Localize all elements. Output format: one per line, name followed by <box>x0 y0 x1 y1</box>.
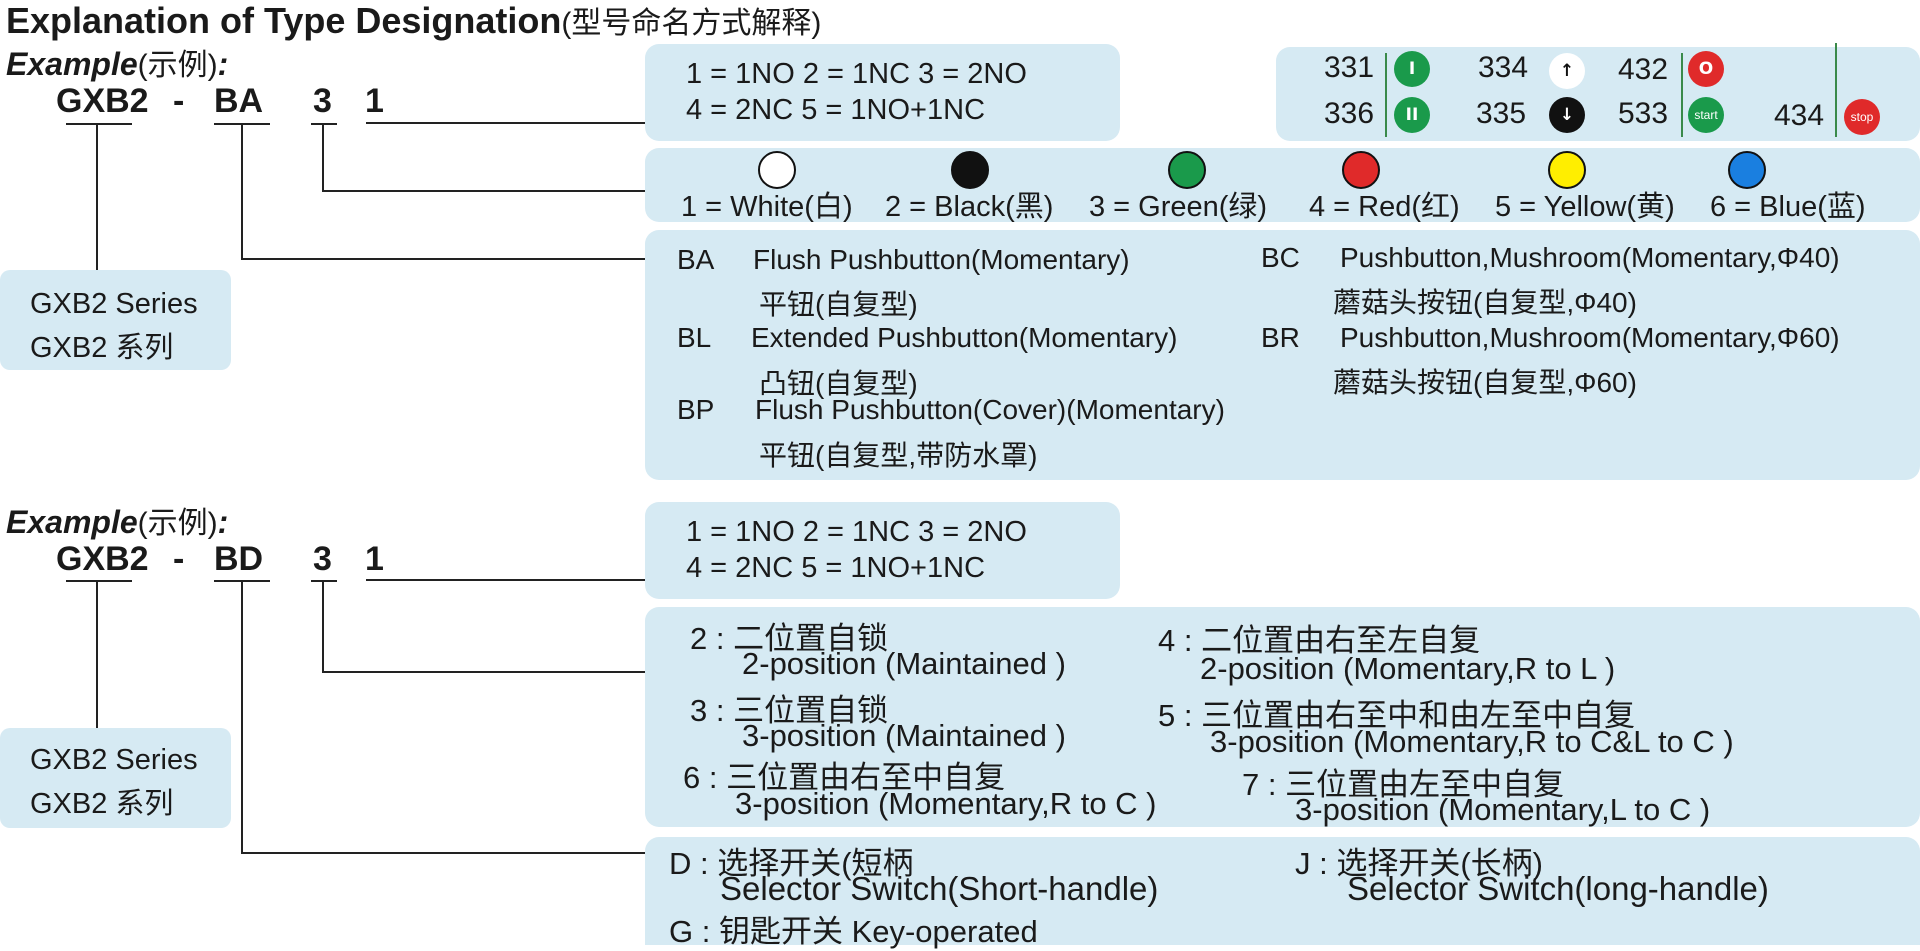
example2-contacts-box: 1 = 1NO 2 = 1NC 3 = 2NO 4 = 2NC 5 = 1NO+… <box>645 502 1120 599</box>
blue-dot-icon <box>1728 151 1766 189</box>
example1-colors-box: 1 = White(白) 2 = Black(黑) 3 = Green(绿) 4… <box>645 148 1920 223</box>
leader-type-2-h <box>241 852 645 854</box>
page-title: Explanation of Type Designation(型号命名方式解释… <box>6 0 822 41</box>
underline-series-2 <box>66 580 132 582</box>
underline-color <box>311 123 337 125</box>
example1-type-code: BA <box>214 82 264 120</box>
leader-series <box>96 124 98 272</box>
leader-type-2-v <box>241 581 243 854</box>
example2-contact-code: 1 <box>365 540 384 578</box>
start-icon: start <box>1688 97 1724 133</box>
example1-icon-codes-box: 331 I 334 ↑ 432 O 336 II 335 ↓ 533 start… <box>1276 43 1920 141</box>
white-dot-icon <box>758 151 796 189</box>
example1-contacts-box: 1 = 1NO 2 = 1NC 3 = 2NO 4 = 2NC 5 = 1NO+… <box>645 44 1120 141</box>
leader-contact-2 <box>366 579 646 581</box>
example2-dash: - <box>173 540 185 578</box>
leader-series-2 <box>96 581 98 729</box>
example1-types-box: BA Flush Pushbutton(Momentary) 平钮(自复型) B… <box>645 230 1920 480</box>
example2-series-code: GXB2 <box>56 540 149 578</box>
stop-icon: stop <box>1844 99 1880 135</box>
black-dot-icon <box>951 151 989 189</box>
leader-type-h <box>241 258 645 260</box>
red-dot-icon <box>1342 151 1380 189</box>
symbol-i-icon: I <box>1394 51 1430 87</box>
example1-label: Example(示例): <box>6 46 229 82</box>
example1-color-code: 3 <box>313 82 332 120</box>
example2-color-code: 3 <box>313 540 332 578</box>
example1-series-code: GXB2 <box>56 82 149 120</box>
leader-color-2-v <box>322 581 324 673</box>
example2-type-code: BD <box>214 540 264 578</box>
symbol-ii-icon: II <box>1394 97 1430 133</box>
underline-color-2 <box>311 580 337 582</box>
leader-type-v <box>241 124 243 260</box>
yellow-dot-icon <box>1548 151 1586 189</box>
leader-color-v <box>322 124 324 192</box>
leader-color-2-h <box>322 671 645 673</box>
example1-contact-code: 1 <box>365 82 384 120</box>
example1-series-box: GXB2 Series GXB2 系列 <box>0 270 231 370</box>
underline-series <box>66 123 132 125</box>
example2-switches-box: D : 选择开关(短柄 Selector Switch(Short-handle… <box>645 837 1920 949</box>
leader-color-h <box>322 190 645 192</box>
arrow-up-icon: ↑ <box>1549 53 1585 89</box>
example2-series-box: GXB2 Series GXB2 系列 <box>0 728 231 828</box>
leader-contact <box>366 122 646 124</box>
example2-label: Example(示例): <box>6 504 229 540</box>
green-dot-icon <box>1168 151 1206 189</box>
symbol-o-icon: O <box>1688 51 1724 87</box>
example2-positions-box: 2 : 二位置自锁 2-position (Maintained ) 3 : 三… <box>645 607 1920 827</box>
example1-dash: - <box>173 82 185 120</box>
arrow-down-icon: ↓ <box>1549 97 1585 133</box>
